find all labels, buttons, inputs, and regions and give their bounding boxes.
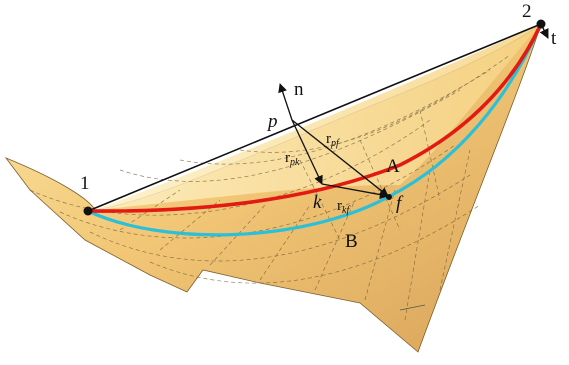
surface-edge-tick [399,304,426,311]
label-point-p: p [266,111,278,132]
label-vector-rpf-sub: pf [330,138,340,149]
label-point-k: k [313,192,322,213]
label-vector-rpk-main: r [285,150,290,166]
label-axis-n: n [294,79,304,100]
label-vector-rpk-sub: pk [289,157,300,168]
label-point-1: 1 [80,173,90,194]
vector-rpk [291,119,323,185]
point-1-dot [83,206,93,216]
vector-rpf [291,119,389,197]
chord-line-1-2 [87,23,542,212]
normal-n-arrow [278,83,293,121]
label-point-2: 2 [522,1,532,22]
label-vector-rkf-main: r [337,198,342,214]
label-curve-B: B [345,231,358,252]
curve-A [87,23,543,213]
label-vector-rkf: rkf [337,198,350,216]
label-curve-A: A [386,156,400,177]
label-vector-rpf: rpf [326,131,340,149]
label-point-f: f [396,193,404,214]
label-axis-t: t [551,28,557,49]
point-f-dot [386,194,392,200]
label-vector-rpk: rpk [285,150,300,168]
label-vector-rkf-sub: kf [342,205,350,216]
surface-top-fold [95,24,541,210]
vector-rkf [321,183,389,200]
point-2-dot [536,19,546,29]
label-vector-rpf-main: r [326,131,331,147]
